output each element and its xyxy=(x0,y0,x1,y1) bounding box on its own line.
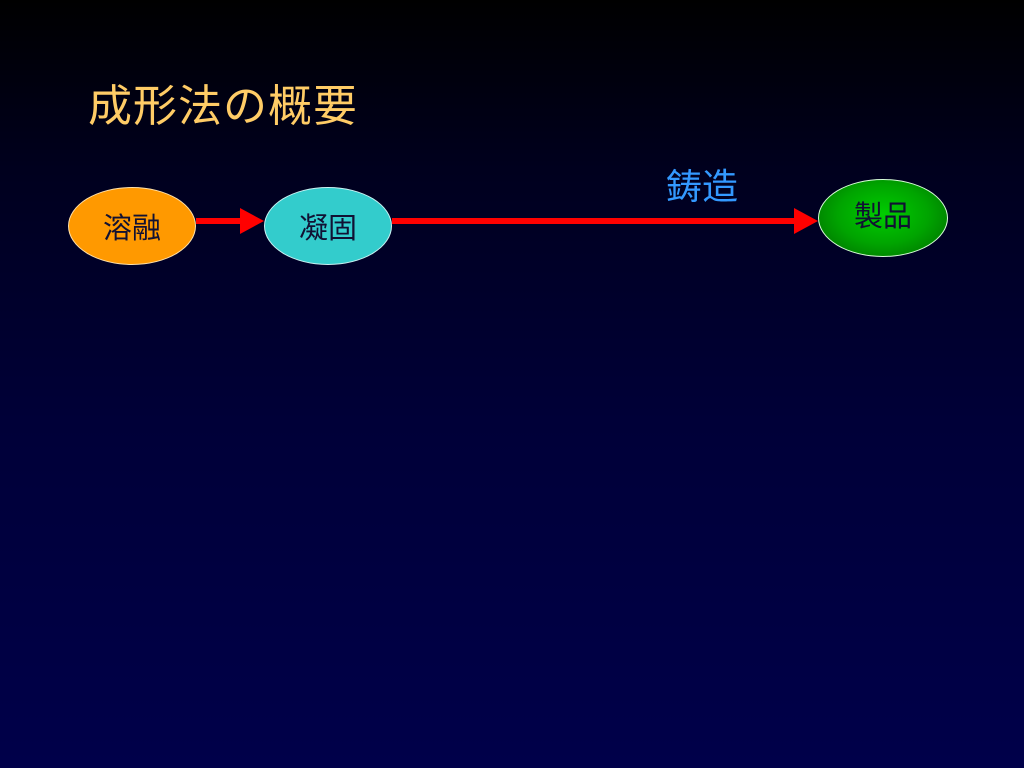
node-solidify: 凝固 xyxy=(264,187,392,265)
node-product: 製品 xyxy=(818,179,948,257)
node-melt-label: 溶融 xyxy=(102,211,161,245)
node-product-label: 製品 xyxy=(853,199,912,233)
casting-label: 鋳造 xyxy=(666,167,739,208)
node-melt: 溶融 xyxy=(68,187,196,265)
arrow-solidify-to-product xyxy=(392,208,818,234)
node-solidify-label: 凝固 xyxy=(298,211,357,245)
slide-title: 成形法の概要 xyxy=(88,81,358,132)
arrow-melt-to-solidify xyxy=(196,208,264,234)
